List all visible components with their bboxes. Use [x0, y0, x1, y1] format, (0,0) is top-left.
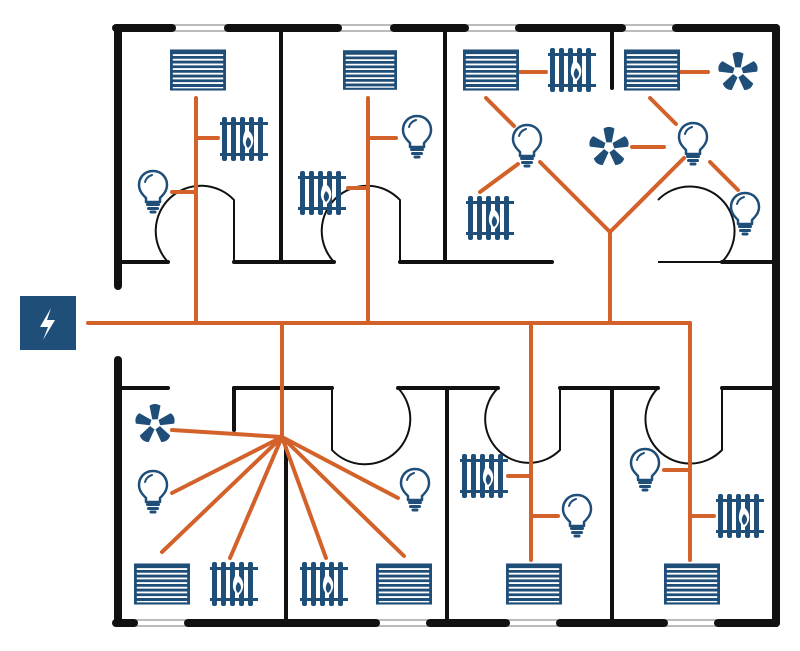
window-top-2	[337, 24, 395, 32]
window-bottom-2	[375, 619, 431, 627]
wire	[280, 435, 400, 500]
walls	[112, 24, 780, 627]
door-swing-room-3	[657, 185, 736, 263]
window-bottom-1	[133, 619, 189, 627]
door-swing-room-1	[154, 184, 235, 263]
wire	[484, 96, 516, 128]
wire	[538, 160, 612, 234]
window-top-4	[621, 24, 677, 32]
wire	[280, 435, 406, 558]
door-swing-room-7	[644, 387, 723, 465]
wire	[228, 435, 284, 560]
window-bottom-3	[505, 619, 561, 627]
wire	[708, 160, 740, 192]
wire	[280, 435, 328, 560]
window-blind-icon	[463, 48, 519, 92]
window-blind-icon	[170, 48, 226, 92]
wiring	[86, 70, 740, 562]
window-top-1	[171, 24, 229, 32]
wire	[478, 162, 520, 194]
wire	[160, 435, 284, 554]
door-swing-room-5	[331, 387, 412, 466]
window-blind-icon	[376, 562, 432, 606]
window-blind-icon	[506, 562, 562, 606]
window-blind-icon	[134, 562, 190, 606]
door-swing-room-6	[484, 387, 561, 464]
window-blind-icon	[624, 48, 680, 92]
window-top-3	[464, 24, 520, 32]
wire	[648, 96, 678, 126]
wire	[170, 435, 284, 495]
window-blind-icon	[343, 49, 397, 91]
wire	[608, 156, 686, 234]
wire	[170, 428, 284, 439]
window-bottom-4	[663, 619, 719, 627]
lightning-bolt-icon	[40, 308, 55, 340]
window-blind-icon	[664, 562, 720, 606]
power-source	[20, 296, 76, 350]
